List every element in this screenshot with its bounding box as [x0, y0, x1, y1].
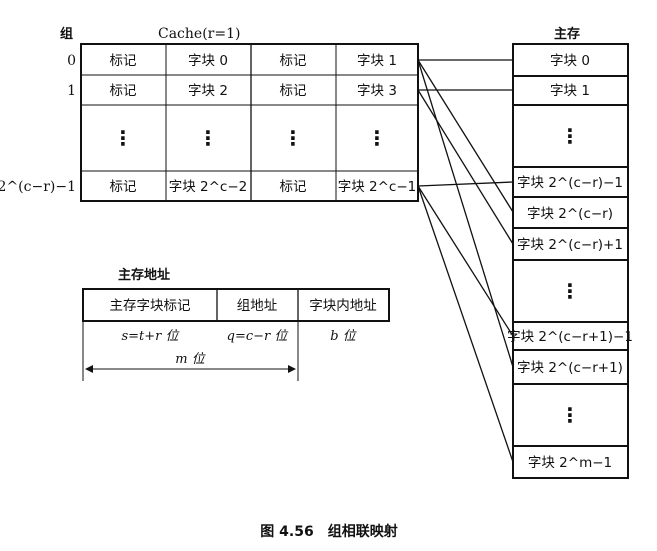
- cache-cell: 标记: [110, 83, 137, 99]
- memory-block-label: 字块 2^m−1: [528, 455, 612, 471]
- cache-cell: 字块 3: [357, 83, 397, 99]
- cache-cell: 字块 2^c−2: [169, 179, 248, 195]
- memory-block-label: 字块 1: [550, 83, 590, 99]
- figure-caption: 图 4.56 组相联映射: [260, 523, 397, 540]
- memory-block-label: 字块 2^(c−r)+1: [517, 237, 623, 253]
- memory-block-label: 字块 0: [550, 53, 590, 69]
- memory-block-label: 字块 2^(c−r+1): [517, 360, 623, 376]
- mapping-line: [417, 59, 514, 213]
- cache-cell: 标记: [110, 53, 137, 69]
- cache-cell: 字块 0: [188, 53, 228, 69]
- ellipsis: ⋮: [113, 126, 133, 150]
- group-label: 组: [60, 26, 73, 42]
- ellipsis: ⋮: [560, 279, 580, 303]
- cache-cell: 标记: [110, 179, 137, 195]
- address-width-set: q=c−r 位: [227, 328, 290, 344]
- main-memory-column: 字块 0 字块 1 ⋮ 字块 2^(c−r)−1 字块 2^(c−r) 字块 2…: [507, 43, 633, 479]
- cache-cell: 标记: [280, 179, 307, 195]
- cache-cell: 标记: [280, 53, 307, 69]
- cache-row-index: 2^(c−r)−1: [0, 179, 76, 195]
- cache-cell: 字块 2: [188, 83, 228, 99]
- address-field-tag: 主存字块标记: [110, 298, 191, 314]
- address-width-tag: s=t+r 位: [121, 328, 180, 344]
- cache-title: Cache(r=1): [158, 26, 240, 42]
- ellipsis: ⋮: [367, 126, 387, 150]
- ellipsis: ⋮: [198, 126, 218, 150]
- mapping-line: [417, 185, 514, 463]
- cache-cell: 标记: [280, 83, 307, 99]
- cache-cell: 字块 1: [357, 53, 397, 69]
- cache-row-index: 1: [67, 83, 76, 99]
- arrow-right-icon: [288, 365, 296, 373]
- mapping-line: [417, 185, 514, 337]
- address-field-offset: 字块内地址: [309, 298, 377, 314]
- main-memory-title: 主存: [554, 26, 580, 42]
- address-format: 主存字块标记 组地址 字块内地址 s=t+r 位 q=c−r 位 b 位 m 位: [82, 288, 390, 381]
- address-title: 主存地址: [118, 267, 170, 283]
- address-fields-border: [82, 288, 390, 322]
- cache-row-index: 0: [67, 53, 76, 69]
- cache-table-border: [80, 43, 419, 202]
- address-total-width: m 位: [175, 351, 206, 367]
- memory-block-label: 字块 2^(c−r): [527, 206, 613, 222]
- memory-block-label: 字块 2^(c−r+1)−1: [507, 329, 633, 345]
- mapping-lines: [417, 59, 514, 463]
- address-width-offset: b 位: [330, 328, 357, 344]
- arrow-left-icon: [85, 365, 93, 373]
- memory-block-label: 字块 2^(c−r)−1: [517, 175, 623, 191]
- ellipsis: ⋮: [283, 126, 303, 150]
- ellipsis: ⋮: [560, 403, 580, 427]
- address-field-set: 组地址: [237, 298, 278, 314]
- mapping-line: [417, 89, 514, 245]
- cache-table: 0 1 2^(c−r)−1 标记 字块 0 标记 字块 1 标记 字块 2 标记…: [0, 43, 419, 202]
- cache-cell: 字块 2^c−1: [338, 179, 417, 195]
- mapping-line: [417, 59, 514, 368]
- ellipsis: ⋮: [560, 124, 580, 148]
- mapping-line: [417, 181, 514, 187]
